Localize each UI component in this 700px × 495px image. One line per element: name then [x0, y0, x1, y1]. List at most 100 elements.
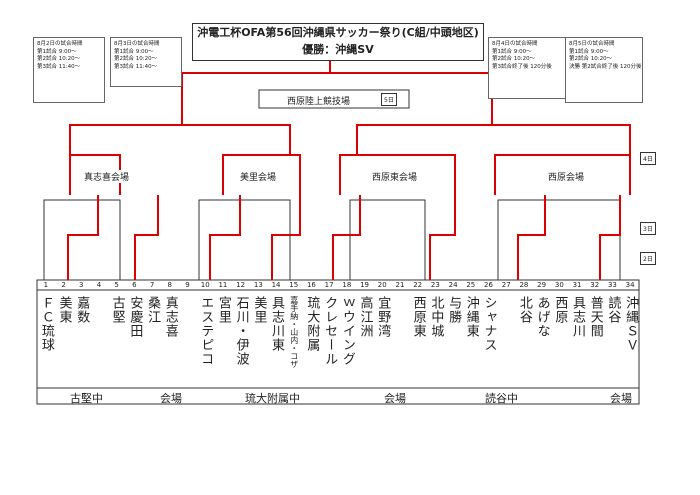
team-number: 2: [61, 281, 66, 289]
schedule-note-aug3: 8月3日の試合時間 第1試合 9:00〜 第2試合 10:20〜 第3試合 11…: [110, 37, 182, 87]
team-slot: 13 美里: [249, 280, 267, 388]
tournament-title: 沖電工杯OFA第56回沖縄県サッカー祭り(C組/中頭地区) 優勝：沖縄SV: [192, 23, 484, 61]
team-slot: 31 具志川: [568, 280, 586, 388]
team-number: 15: [289, 281, 299, 289]
team-name: エステピコ: [198, 296, 214, 366]
team-slot: 10 エステピコ: [196, 280, 214, 388]
team-slot: 7 桑江: [143, 280, 161, 388]
team-name: 宮里: [215, 296, 231, 324]
team-number: 14: [271, 281, 281, 289]
team-number: 30: [554, 281, 564, 289]
team-slot: 34 沖縄ＳＶ: [621, 280, 639, 388]
team-number: 27: [501, 281, 511, 289]
venue-3-suffix: 会場: [610, 392, 632, 405]
team-slot: 18 ｗウイング: [338, 280, 356, 388]
team-number: 25: [466, 281, 476, 289]
team-number: 17: [324, 281, 334, 289]
schedule-note-aug4: 8月4日の試合時間 第1試合 9:00〜 第2試合 10:20〜 第3試合終了後…: [488, 37, 566, 99]
team-name: 嘉数: [74, 296, 90, 324]
team-number: 20: [377, 281, 387, 289]
team-number: 12: [236, 281, 246, 289]
team-number: 19: [360, 281, 370, 289]
team-number: 23: [430, 281, 440, 289]
team-number: 6: [132, 281, 137, 289]
team-number: 33: [607, 281, 617, 289]
team-name: 琉大附属: [304, 296, 320, 352]
team-slot: 32 普天間: [586, 280, 604, 388]
team-number: 24: [448, 281, 458, 289]
schedule-note-aug5: 8月5日の試合時間 第1試合 9:00〜 第2試合 10:20〜 決勝 第2試合…: [565, 37, 643, 103]
team-name: ＦＣ琉球: [38, 296, 54, 352]
final-site-box: [258, 89, 410, 109]
schedule-note-aug2: 8月2日の試合時間 第1試合 9:00〜 第2試合 10:20〜 第3試合 11…: [33, 37, 105, 103]
team-number: 18: [342, 281, 352, 289]
team-number: 1: [43, 281, 49, 289]
venue-1: 古堅中: [70, 392, 103, 405]
team-slot: 30 西原: [550, 280, 568, 388]
team-slot: 33 読谷: [604, 280, 622, 388]
team-number: 5: [114, 281, 119, 289]
team-name: 石川・伊波: [233, 296, 249, 366]
team-slot: 29 あげな: [533, 280, 551, 388]
semi-site-1: 真志喜会場: [84, 170, 130, 183]
team-slot: 21: [391, 280, 409, 388]
team-name: クレセール: [322, 296, 338, 366]
team-number: 29: [537, 281, 547, 289]
team-slot: 28 北谷: [515, 280, 533, 388]
day-4-label: 4日: [640, 152, 656, 165]
team-name: 西原: [552, 296, 568, 324]
venue-1-suffix: 会場: [160, 392, 182, 405]
team-name: 具志川東: [269, 296, 285, 352]
team-grid: [36, 279, 640, 405]
day-2-label: 2日: [640, 252, 656, 265]
title-line-2: 優勝：沖縄SV: [302, 43, 374, 56]
semi-site-4: 西原会場: [548, 170, 585, 183]
team-number: 13: [253, 281, 263, 289]
team-name: 真志喜: [162, 296, 178, 338]
team-number: 10: [200, 281, 210, 289]
team-name: 宜野湾: [375, 296, 391, 338]
team-slot: 27: [497, 280, 515, 388]
team-slot: 5 古堅: [108, 280, 126, 388]
team-number: 28: [519, 281, 529, 289]
team-name: 北谷: [516, 296, 532, 324]
day-3-label: 3日: [640, 222, 656, 235]
team-number: 7: [149, 281, 155, 289]
team-name: 古堅: [109, 296, 125, 324]
team-slot: 15 嘉手納・山内・コザ: [285, 280, 303, 388]
semi-site-3: 西原東会場: [372, 170, 418, 183]
team-name: シャナス: [481, 296, 497, 352]
team-slot: 17 クレセール: [320, 280, 338, 388]
team-number: 34: [625, 281, 635, 289]
venue-2: 琉大附属中: [245, 392, 300, 405]
team-slot: 4: [90, 280, 108, 388]
team-number: 31: [572, 281, 582, 289]
team-name: 読谷: [605, 296, 621, 324]
team-name: 嘉手納・山内・コザ: [289, 296, 299, 368]
team-number: 32: [590, 281, 600, 289]
team-name: 与勝: [446, 296, 462, 324]
team-slot: 24 与勝: [444, 280, 462, 388]
team-name: 普天間: [587, 296, 603, 338]
team-name: あげな: [534, 296, 550, 338]
semi-site-2: 美里会場: [240, 170, 277, 183]
title-line-1: 沖電工杯OFA第56回沖縄県サッカー祭り(C組/中頭地区): [197, 26, 479, 39]
team-name: ｗウイング: [339, 296, 355, 366]
team-slot: 9: [179, 280, 197, 388]
team-name: 沖縄ＳＶ: [623, 296, 639, 352]
team-name: 美里: [251, 296, 267, 324]
team-slot: 20 宜野湾: [373, 280, 391, 388]
team-number: 21: [395, 281, 405, 289]
team-name: 桑江: [145, 296, 161, 324]
day-5-label: 5日: [381, 93, 397, 106]
team-name: 具志川: [570, 296, 586, 338]
